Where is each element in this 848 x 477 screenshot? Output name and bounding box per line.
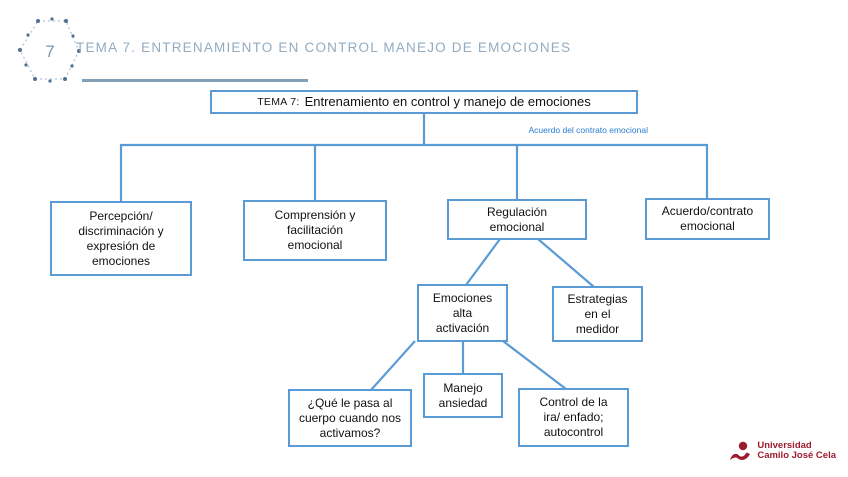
slide-title: TEMA 7. ENTRENAMIENTO EN CONTROL MANEJO … — [76, 40, 572, 55]
hexagon-page-number-icon: 7 — [18, 17, 81, 83]
node-que-pasa: ¿Qué le pasa al cuerpo cuando nos activa… — [288, 389, 412, 447]
logo-line2: Camilo José Cela — [757, 450, 836, 461]
node-regulacion: Regulación emocional — [447, 199, 587, 240]
node-percepcion: Percepción/ discriminación y expresión d… — [50, 201, 192, 276]
node-control-ira: Control de la ira/ enfado; autocontrol — [518, 388, 629, 447]
university-logo: Universidad Camilo José Cela — [729, 439, 836, 463]
node-comprension: Comprensión y facilitación emocional — [243, 200, 387, 261]
logo-figure-icon — [730, 441, 751, 460]
node-manejo-ansiedad: Manejo ansiedad — [423, 373, 503, 418]
page-number: 7 — [45, 42, 54, 61]
title-underline — [82, 79, 308, 82]
node-estrategias: Estrategias en el medidor — [552, 286, 643, 342]
annotation-acuerdo: Acuerdo del contrato emocional — [528, 125, 648, 135]
node-root: TEMA 7: Entrenamiento en control y manej… — [210, 90, 638, 114]
logo-text: Universidad Camilo José Cela — [757, 439, 836, 462]
node-root-label: Entrenamiento en control y manejo de emo… — [304, 93, 591, 109]
logo-line1: Universidad — [757, 439, 812, 451]
node-acuerdo-contrato: Acuerdo/contrato emocional — [645, 198, 770, 240]
node-emociones-alta: Emociones alta activación — [417, 284, 508, 342]
node-root-prefix: TEMA 7: — [257, 95, 300, 108]
